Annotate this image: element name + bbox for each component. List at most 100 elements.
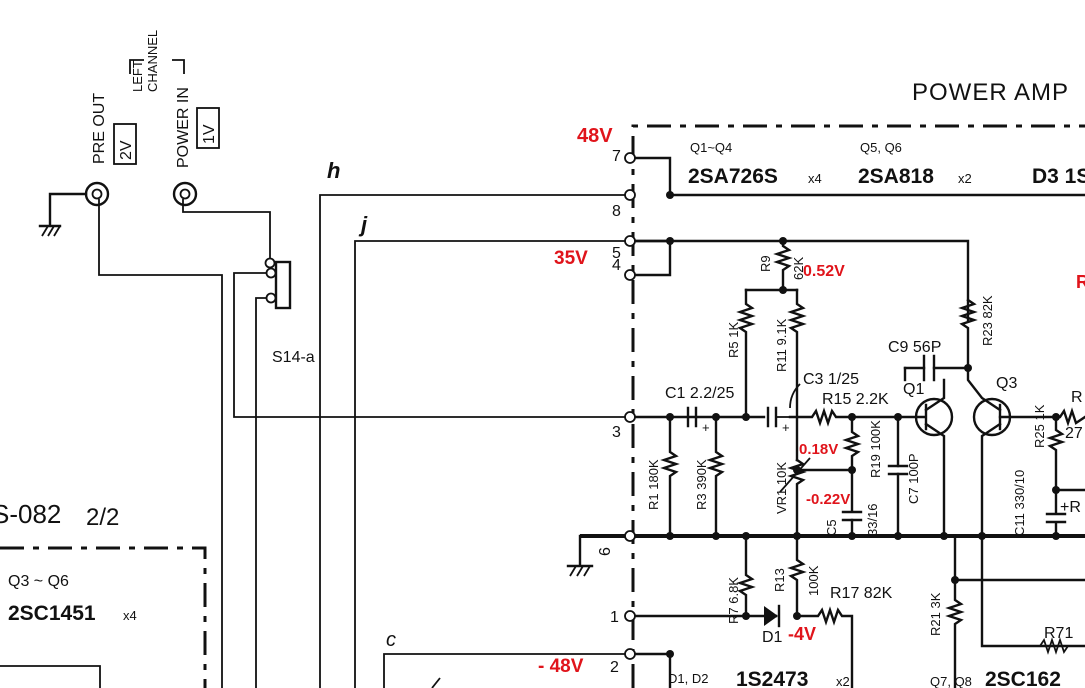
- node-voltage-neg4: -4V: [788, 624, 816, 644]
- inner-box: [0, 665, 101, 688]
- terminal-numbers: 7 8 5 4 3 6 1 2: [597, 148, 621, 676]
- terminal-circles: [624, 152, 636, 660]
- resistor-r13: R13 100K: [772, 534, 821, 618]
- terminal-2: 2: [610, 659, 619, 676]
- section-title: POWER AMP: [912, 79, 1069, 106]
- svg-text:R13: R13: [772, 568, 787, 592]
- svg-text:R3 390K: R3 390K: [694, 459, 709, 510]
- r27-label: 27: [1065, 425, 1083, 442]
- pre-out-label: PRE OUT: [91, 93, 108, 164]
- wire-h: [319, 194, 630, 688]
- wire-stub: [431, 677, 441, 688]
- top-right-fragment: R: [1076, 272, 1085, 292]
- supply-48v: 48V: [577, 125, 613, 147]
- resistor-r19: R19 100K: [798, 415, 883, 478]
- resistor-r21: R21 3K: [928, 534, 1085, 688]
- svg-text:C3 1/25: C3 1/25: [803, 371, 859, 388]
- svg-text:C1 2.2/25: C1 2.2/25: [665, 385, 734, 402]
- resistor-r17: R17 82K: [795, 585, 893, 688]
- node-voltage-neg022: -0.22V: [806, 491, 850, 508]
- rail-35v: [632, 239, 970, 322]
- wire-label-c: c: [386, 629, 396, 651]
- terminal-3: 3: [612, 424, 621, 441]
- q3-q6-label: Q3 ~ Q6: [8, 573, 69, 590]
- svg-text:R23 82K: R23 82K: [980, 295, 995, 346]
- q3-q6-count: x4: [123, 608, 137, 623]
- resistor-r9: R9 62K: [758, 239, 806, 292]
- resistor-r5: R5 1K: [726, 288, 756, 419]
- q1-q4-count: x4: [808, 171, 822, 186]
- junction-dots: [666, 191, 1060, 658]
- q5-q6-type: 2SA818: [858, 165, 934, 188]
- pre-out-level-box: [113, 123, 137, 165]
- supply-neg48v: - 48V: [538, 656, 584, 677]
- svg-text:R17 82K: R17 82K: [830, 585, 893, 602]
- q5-q6-label: Q5, Q6: [860, 140, 902, 155]
- pre-out-jack: [48, 181, 110, 226]
- power-in-level-box: [196, 107, 220, 149]
- channel-label-1: LEFT: [130, 60, 145, 92]
- power-amp-outline: [631, 124, 1085, 688]
- svg-text:R15 2.2K: R15 2.2K: [822, 391, 889, 408]
- svg-text:R7 6.8K: R7 6.8K: [726, 577, 741, 624]
- bracket-left: [129, 59, 144, 74]
- pre-out-level: 2V: [118, 140, 135, 160]
- svg-text:C5: C5: [824, 519, 839, 536]
- wire-power-in: [182, 199, 271, 259]
- svg-text:+R: +R: [1060, 499, 1081, 516]
- svg-text:R9: R9: [758, 255, 773, 272]
- switch-label: S14-a: [272, 349, 315, 366]
- resistor-r3: R3 390K: [694, 415, 726, 538]
- node-voltage-052: 0.52V: [803, 263, 845, 280]
- wire-label-h: h: [327, 158, 340, 183]
- wire-j: [354, 240, 630, 688]
- svg-text:+: +: [702, 420, 710, 435]
- terminal-7: 7: [612, 148, 621, 165]
- capacitor-c11: C11 330/10 +R: [1012, 470, 1081, 538]
- resistor-r11: R11 9.1K: [774, 288, 807, 462]
- channel-label-2: CHANNEL: [145, 30, 160, 92]
- rail-neg48: [632, 652, 672, 688]
- ground-symbol-left: [38, 224, 62, 237]
- q7-q8-label: Q7, Q8: [930, 674, 972, 688]
- switch-s14a: [233, 260, 630, 688]
- svg-text:Q1: Q1: [903, 381, 924, 398]
- svg-text:D1: D1: [762, 629, 783, 646]
- d3-label: D3 1S: [1032, 165, 1085, 188]
- switch-contact-top: [264, 257, 276, 269]
- resistor-r7: R7 6.8K: [726, 534, 756, 624]
- terminal-8: 8: [612, 203, 621, 220]
- terminal-6: 6: [597, 547, 614, 556]
- svg-text:R5 1K: R5 1K: [726, 322, 741, 358]
- svg-text:62K: 62K: [791, 257, 806, 280]
- rail-48v: [632, 156, 1085, 197]
- svg-text:100K: 100K: [806, 565, 821, 596]
- svg-text:R25 1K: R25 1K: [1032, 404, 1047, 448]
- svg-text:R19 100K: R19 100K: [868, 420, 883, 478]
- svg-text:VR1 10K: VR1 10K: [774, 462, 789, 514]
- svg-text:R21 3K: R21 3K: [928, 592, 943, 636]
- d1-d2-label: D1, D2: [668, 671, 708, 686]
- transistor-q1: Q1: [896, 378, 954, 538]
- board-id: S-082: [0, 499, 61, 529]
- svg-text:R11 9.1K: R11 9.1K: [774, 318, 789, 372]
- node-voltage-018: 0.18V: [799, 441, 838, 458]
- wire-c: [383, 653, 630, 688]
- wire-label-j: j: [358, 212, 368, 237]
- resistor-r15: R15 2.2K: [788, 391, 900, 427]
- d1-d2-type: 1S2473: [736, 668, 808, 688]
- resistor-r25: R25 1K: [1032, 404, 1085, 492]
- r-label-edge: R: [1071, 389, 1083, 406]
- resistor-r71: [1039, 637, 1069, 655]
- svg-text:+: +: [782, 420, 790, 435]
- supply-35v: 35V: [554, 248, 588, 269]
- capacitor-c7: C7 100P: [887, 415, 921, 538]
- capacitor-c3: + C3 1/25: [740, 371, 859, 435]
- resistor-r1: R1 180K: [646, 415, 680, 538]
- svg-text:C9 56P: C9 56P: [888, 339, 941, 356]
- q5-q6-count: x2: [958, 171, 972, 186]
- power-in-level: 1V: [201, 124, 218, 144]
- diode-d1: D1: [762, 604, 783, 646]
- ground-symbol-right: [566, 534, 594, 577]
